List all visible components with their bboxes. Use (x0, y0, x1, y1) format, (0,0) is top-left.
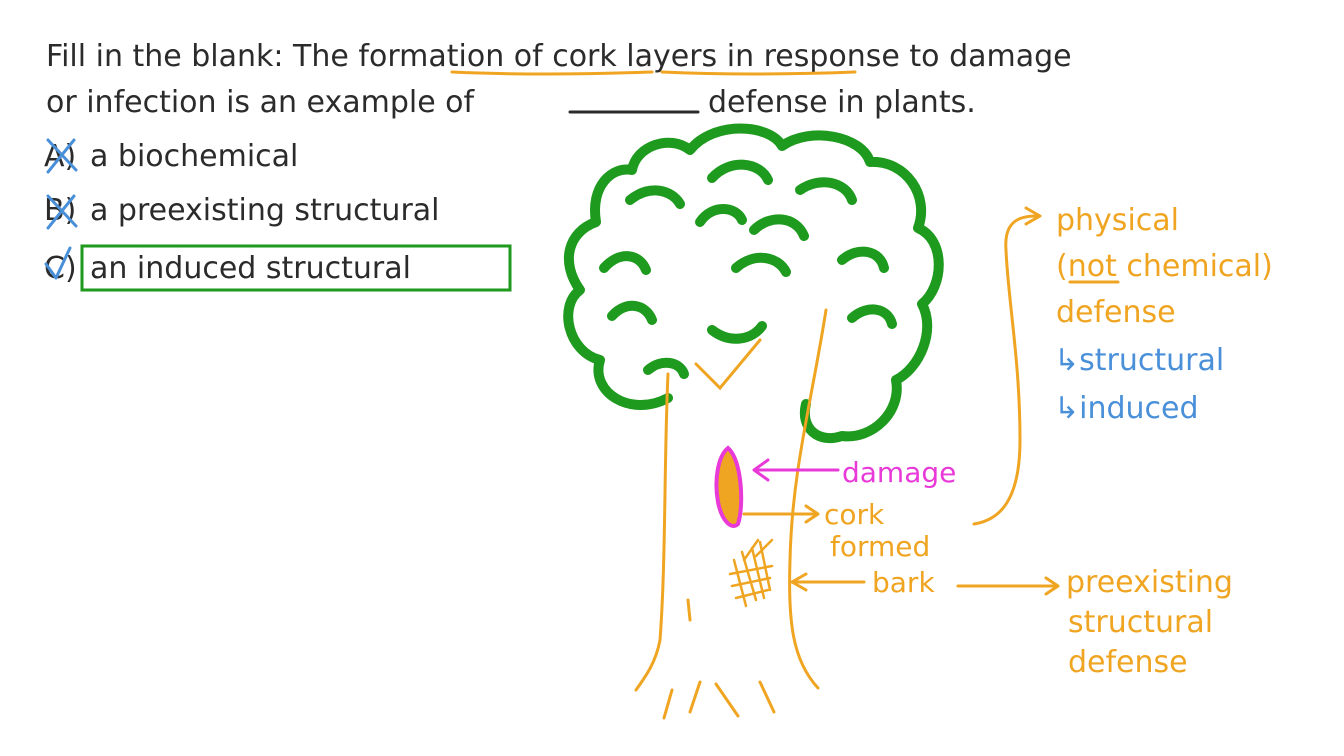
label-bark: bark (872, 566, 935, 599)
label-formed: formed (830, 530, 930, 563)
arrow-right-icon (742, 504, 820, 524)
cork-annotation: cork formed (742, 498, 930, 563)
underlined-cork-layers: cork layers (552, 39, 717, 74)
underline-cork-layers (660, 70, 857, 76)
label-defense: defense (1068, 645, 1188, 680)
correct-answer-box (80, 244, 512, 292)
cross-mark-icon (46, 138, 78, 174)
label-physical: physical (1056, 203, 1179, 238)
damage-annotation: damage (752, 456, 956, 489)
curved-arrow-icon (972, 206, 1042, 526)
cross-mark-icon (46, 194, 78, 230)
preexisting-annotation: preexisting structural defense (1066, 565, 1233, 680)
underlined-formation-of: formation of (358, 39, 544, 74)
underlined-not: not (1068, 249, 1117, 284)
option-c-text: an induced structural (90, 251, 411, 286)
label-preexisting: preexisting (1066, 565, 1233, 600)
option-a-text: a biochemical (90, 139, 298, 174)
physical-defense-annotation: physical (not chemical) defense ↳structu… (1054, 203, 1273, 426)
arrow-left-icon (752, 458, 840, 482)
arrow-left-icon (790, 572, 866, 592)
bark-annotation: bark (790, 566, 1060, 599)
check-mark-icon (44, 246, 72, 280)
arrow-right-icon (956, 576, 1060, 596)
label-structural-sub: ↳structural (1054, 343, 1224, 378)
label-defense-physical: defense (1056, 295, 1176, 330)
damage-lesion (714, 445, 744, 528)
label-induced-sub: ↳induced (1054, 391, 1199, 426)
question-line-2a: or infection is an example of (46, 85, 476, 120)
label-cork: cork (824, 498, 885, 531)
question: Fill in the blank: The formation of cork… (46, 39, 1072, 120)
option-b: B) a preexisting structural (44, 193, 440, 230)
label-not-chemical: (not chemical) (1056, 249, 1273, 284)
tree-canopy (563, 123, 944, 443)
option-a: A) a biochemical (44, 138, 298, 174)
option-c: C) an induced structural (44, 244, 512, 292)
tree-trunk (634, 308, 828, 720)
label-structural: structural (1068, 605, 1213, 640)
option-b-text: a preexisting structural (90, 193, 440, 228)
label-damage: damage (842, 456, 956, 489)
question-line-1: Fill in the blank: The formation of cork… (46, 39, 1072, 74)
bark-texture (728, 538, 774, 608)
underline-formation-of (450, 70, 654, 76)
question-line-2b: defense in plants. (708, 85, 976, 120)
